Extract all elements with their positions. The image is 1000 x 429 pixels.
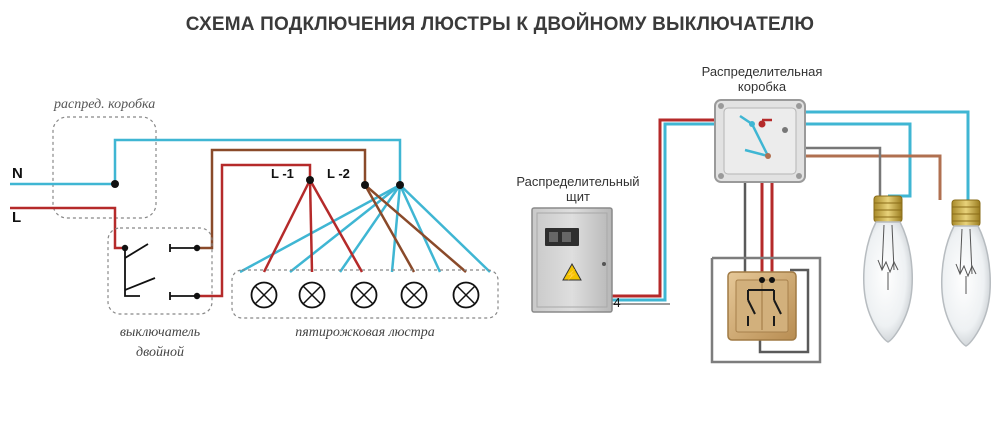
- chandelier-outline: [231, 269, 499, 319]
- left-schematic: распред. коробка N L: [10, 97, 499, 360]
- group2-wires: [197, 148, 467, 273]
- junction-box-label: распред. коробка: [53, 97, 155, 112]
- neutral-wires: [10, 138, 491, 274]
- double-switch-device: [727, 271, 797, 341]
- switch-label-line1: выключатель: [120, 325, 200, 340]
- line-label: L: [12, 209, 21, 226]
- bulb-2: [941, 199, 991, 347]
- panel-wire-count: 4: [613, 295, 620, 310]
- chandelier-label: пятирожковая люстра: [295, 325, 434, 340]
- lamp-symbol: [250, 281, 278, 309]
- lamp-symbol: [400, 281, 428, 309]
- diagram-title: СХЕМА ПОДКЛЮЧЕНИЯ ЛЮСТРЫ К ДВОЙНОМУ ВЫКЛ…: [185, 14, 815, 35]
- line-wires: [10, 163, 364, 298]
- junction-box-label-line2: коробка: [738, 79, 787, 94]
- lamp-symbols: [250, 281, 480, 309]
- right-illustration: Распределительная коробка Распределитель…: [516, 64, 991, 364]
- junction-dots: [111, 176, 404, 300]
- switch-label-line2: двойной: [136, 345, 184, 360]
- bulb-1: [863, 195, 913, 343]
- panel-label-line2: щит: [566, 189, 590, 204]
- double-switch-symbol: [124, 243, 197, 300]
- lamp-symbol: [298, 281, 326, 309]
- group1-label: L -1: [271, 166, 294, 181]
- junction-box-device: [714, 99, 806, 183]
- distribution-panel-device: ⚡: [531, 207, 613, 313]
- panel-label-line1: Распределительный: [516, 174, 639, 189]
- junction-box-label-line1: Распределительная: [702, 64, 823, 79]
- switch-box-outline: [107, 227, 213, 315]
- neutral-label: N: [12, 165, 23, 182]
- lamp-symbol: [350, 281, 378, 309]
- junction-box-outline: [52, 116, 157, 219]
- svg-text:⚡: ⚡: [566, 268, 578, 281]
- lamp-symbol: [452, 281, 480, 309]
- group2-label: L -2: [327, 166, 350, 181]
